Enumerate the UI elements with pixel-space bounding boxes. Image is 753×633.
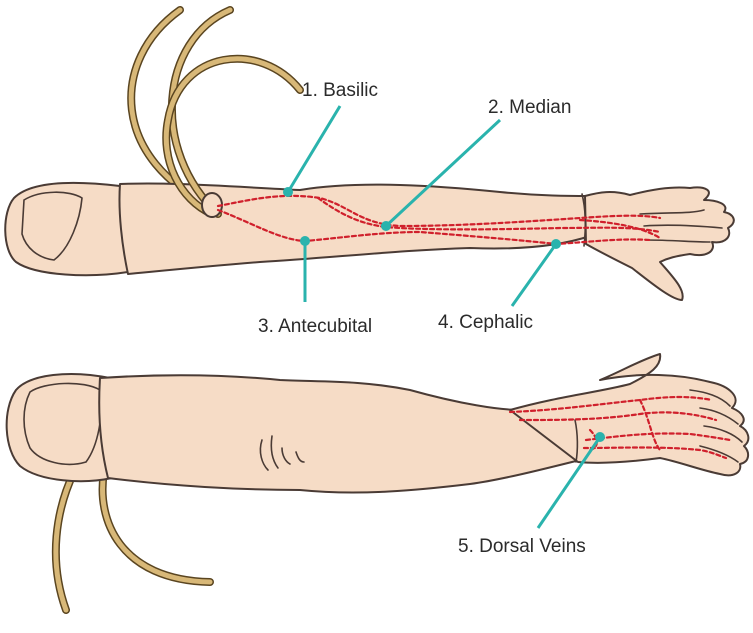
leader-basilic [288,106,340,192]
marker-cephalic [551,239,561,249]
marker-basilic [283,187,293,197]
label-median: 2. Median [488,97,571,118]
upper-arm-model [5,10,734,300]
lower-shoulder-cap [7,374,112,481]
marker-antecubital [300,236,310,246]
label-dorsal-veins: 5. Dorsal Veins [458,536,586,557]
marker-dorsal [595,432,605,442]
label-basilic: 1. Basilic [302,80,378,101]
leader-cephalic [512,244,556,306]
lower-arm-segment [99,375,580,492]
shoulder-cap [5,183,128,275]
upper-hand [585,187,734,300]
lower-arm-model [7,354,749,610]
label-cephalic: 4. Cephalic [438,312,533,333]
marker-median [381,221,391,231]
label-antecubital: 3. Antecubital [258,316,372,337]
tubing-bottom [56,472,210,610]
